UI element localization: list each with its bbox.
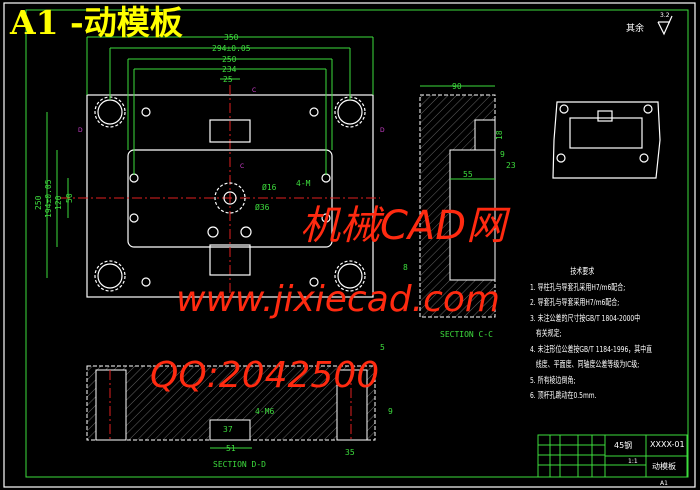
drawing-title: A1 -动模板: [10, 3, 183, 42]
section-mark-c: C: [252, 87, 256, 94]
title-block: 45钢 XXXX-01 动模板 1:1 A1: [537, 434, 688, 487]
dim-25: 25: [223, 75, 233, 84]
tech-requirements: 技术要求 1. 导柱孔与导套孔采用H7/m6配合; 2. 导套孔与导套采用H7/m6…: [530, 264, 685, 404]
title-drawing-no: XXXX-01: [650, 440, 685, 449]
tech-item: 3. 未注公差的尺寸按GB/T 1804-2000中: [530, 312, 641, 323]
gate-slot: [209, 119, 251, 143]
outer-frame: [3, 2, 696, 488]
section-d-label: SECTION D-D: [213, 460, 266, 469]
dim-c-8: 8: [403, 263, 408, 272]
title-material: 45钢: [614, 440, 632, 450]
dim-c-18: 18: [495, 130, 504, 140]
title-sheet: A1: [660, 480, 668, 487]
section-mark-c2: C: [240, 163, 244, 170]
dim-c-90: 90: [452, 82, 462, 91]
dim-d-35: 35: [345, 448, 355, 457]
roughness-value: 3.2: [660, 12, 670, 19]
screw-holes: [129, 107, 331, 287]
ejector-slot: [209, 244, 251, 276]
section-c-label: SECTION C-C: [440, 330, 493, 339]
dim-v-194: 194±0.05: [44, 179, 53, 218]
dim-v-50: 50: [65, 193, 74, 203]
watermark-qq: QQ:2042500: [150, 355, 380, 396]
tech-item: 1. 导柱孔与导套孔采用H7/m6配合;: [530, 281, 626, 292]
dim-c-9: 9: [500, 150, 505, 159]
dim-350: 350: [224, 33, 239, 42]
tech-heading: 技术要求: [570, 266, 595, 276]
top-view: 350 294±0.05 250 234 25 250 194±0.05 120…: [25, 33, 385, 300]
dim-c-23: 23: [506, 161, 516, 170]
watermark-site-name: 机械CAD网: [300, 203, 507, 249]
tech-item: 6. 顶杆孔跳动在0.5mm.: [530, 390, 597, 400]
dim-v-250: 250: [34, 195, 43, 210]
sprue-hole: [223, 191, 237, 205]
dim-c-55: 55: [463, 170, 473, 179]
dim-d16: Ø16: [262, 182, 277, 192]
roughness-symbol: [657, 15, 673, 36]
dim-v-120: 120: [54, 195, 63, 210]
section-mark-d2: D: [380, 127, 385, 134]
section-d-view: 51 37 4-M6 35 9 5 SECTION D-D: [86, 343, 393, 469]
tech-item: 5. 所有棱边倒角;: [530, 374, 576, 385]
vertical-dimensions: 250 194±0.05 120 50: [25, 95, 74, 297]
section-c-view: 90 23 9 55 8 18 SECTION C-C: [403, 82, 516, 339]
tech-item: 有关规定;: [530, 328, 562, 338]
dim-234: 234: [222, 65, 237, 74]
tech-item: 4. 未注形位公差按GB/T 1184-1996，其中直: [530, 343, 653, 354]
tech-item: 线度、平面度、同轴度公差等级为IC级;: [530, 359, 640, 369]
roughness-label: 其余: [626, 24, 645, 34]
section-mark-d: D: [78, 127, 83, 134]
title-scale: 1:1: [628, 458, 638, 465]
dim-d36: Ø36: [255, 202, 270, 212]
roughness-note: 其余: [626, 24, 644, 35]
dim-d-9: 9: [388, 407, 393, 416]
horizontal-dimensions: 350 294±0.05 250 234 25: [86, 33, 374, 175]
dim-294: 294±0.05: [212, 44, 251, 53]
watermark-url: www.jixiecad.com: [176, 279, 500, 320]
dim-d-m6: 4-M6: [255, 407, 274, 416]
dim-d-5: 5: [380, 343, 385, 352]
dim-250: 250: [222, 55, 237, 64]
dim-d-51: 51: [226, 444, 236, 453]
isometric-view: [552, 101, 661, 179]
tech-item: 2. 导套孔与导套采用H7/m6配合;: [530, 297, 620, 307]
dim-tap: 4-M: [296, 179, 311, 188]
sprue-counterbore: [214, 182, 246, 214]
dim-d-37: 37: [223, 425, 233, 434]
title-part-name: 动模板: [652, 461, 676, 471]
